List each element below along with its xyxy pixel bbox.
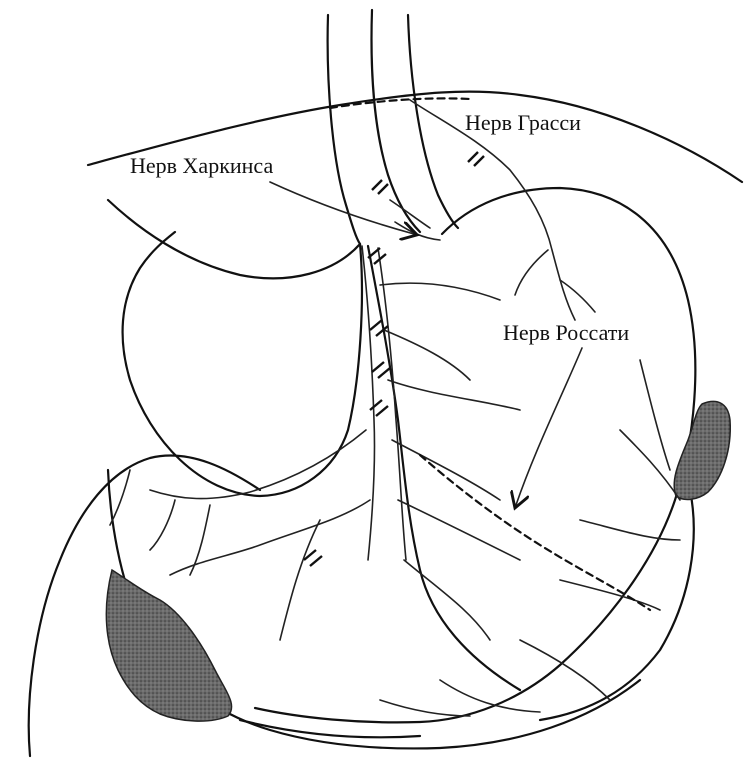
gastric-branch-2 [384, 330, 470, 380]
harkins-branch-1 [390, 200, 430, 228]
gastric-branch-1 [380, 283, 500, 300]
esophagus-right-wall [408, 15, 458, 228]
gastric-branch-3 [388, 380, 520, 410]
greater-branch-7 [380, 700, 470, 716]
celiac-branch [280, 520, 320, 640]
hepatic-branch-2 [170, 500, 370, 575]
branch-small-1 [150, 500, 175, 550]
vagal-trunk-anterior [362, 246, 375, 560]
branch-small-2 [190, 505, 210, 575]
label-rossati: Нерв Россати [503, 320, 629, 345]
spleen-shaded [674, 401, 730, 499]
cut-marks [304, 152, 484, 566]
esophagus-center-line [372, 10, 420, 232]
dashed-nerve-path [420, 455, 650, 610]
pancreas-shaded [106, 570, 231, 721]
rossati-arrow [516, 348, 582, 505]
gastric-branch-4 [392, 440, 500, 500]
greater-branch-1 [640, 360, 670, 470]
vagal-trunk-posterior [378, 248, 406, 560]
greater-branch-5 [520, 640, 610, 700]
grassi-sub-1 [515, 250, 548, 295]
esophagus-left-wall [328, 15, 360, 244]
greater-branch-2 [620, 430, 680, 500]
label-grassi: Нерв Грасси [465, 110, 581, 135]
liver-lobe [108, 200, 362, 496]
stomach-fundus [255, 188, 695, 722]
label-harkins: Нерв Харкинса [130, 153, 273, 178]
